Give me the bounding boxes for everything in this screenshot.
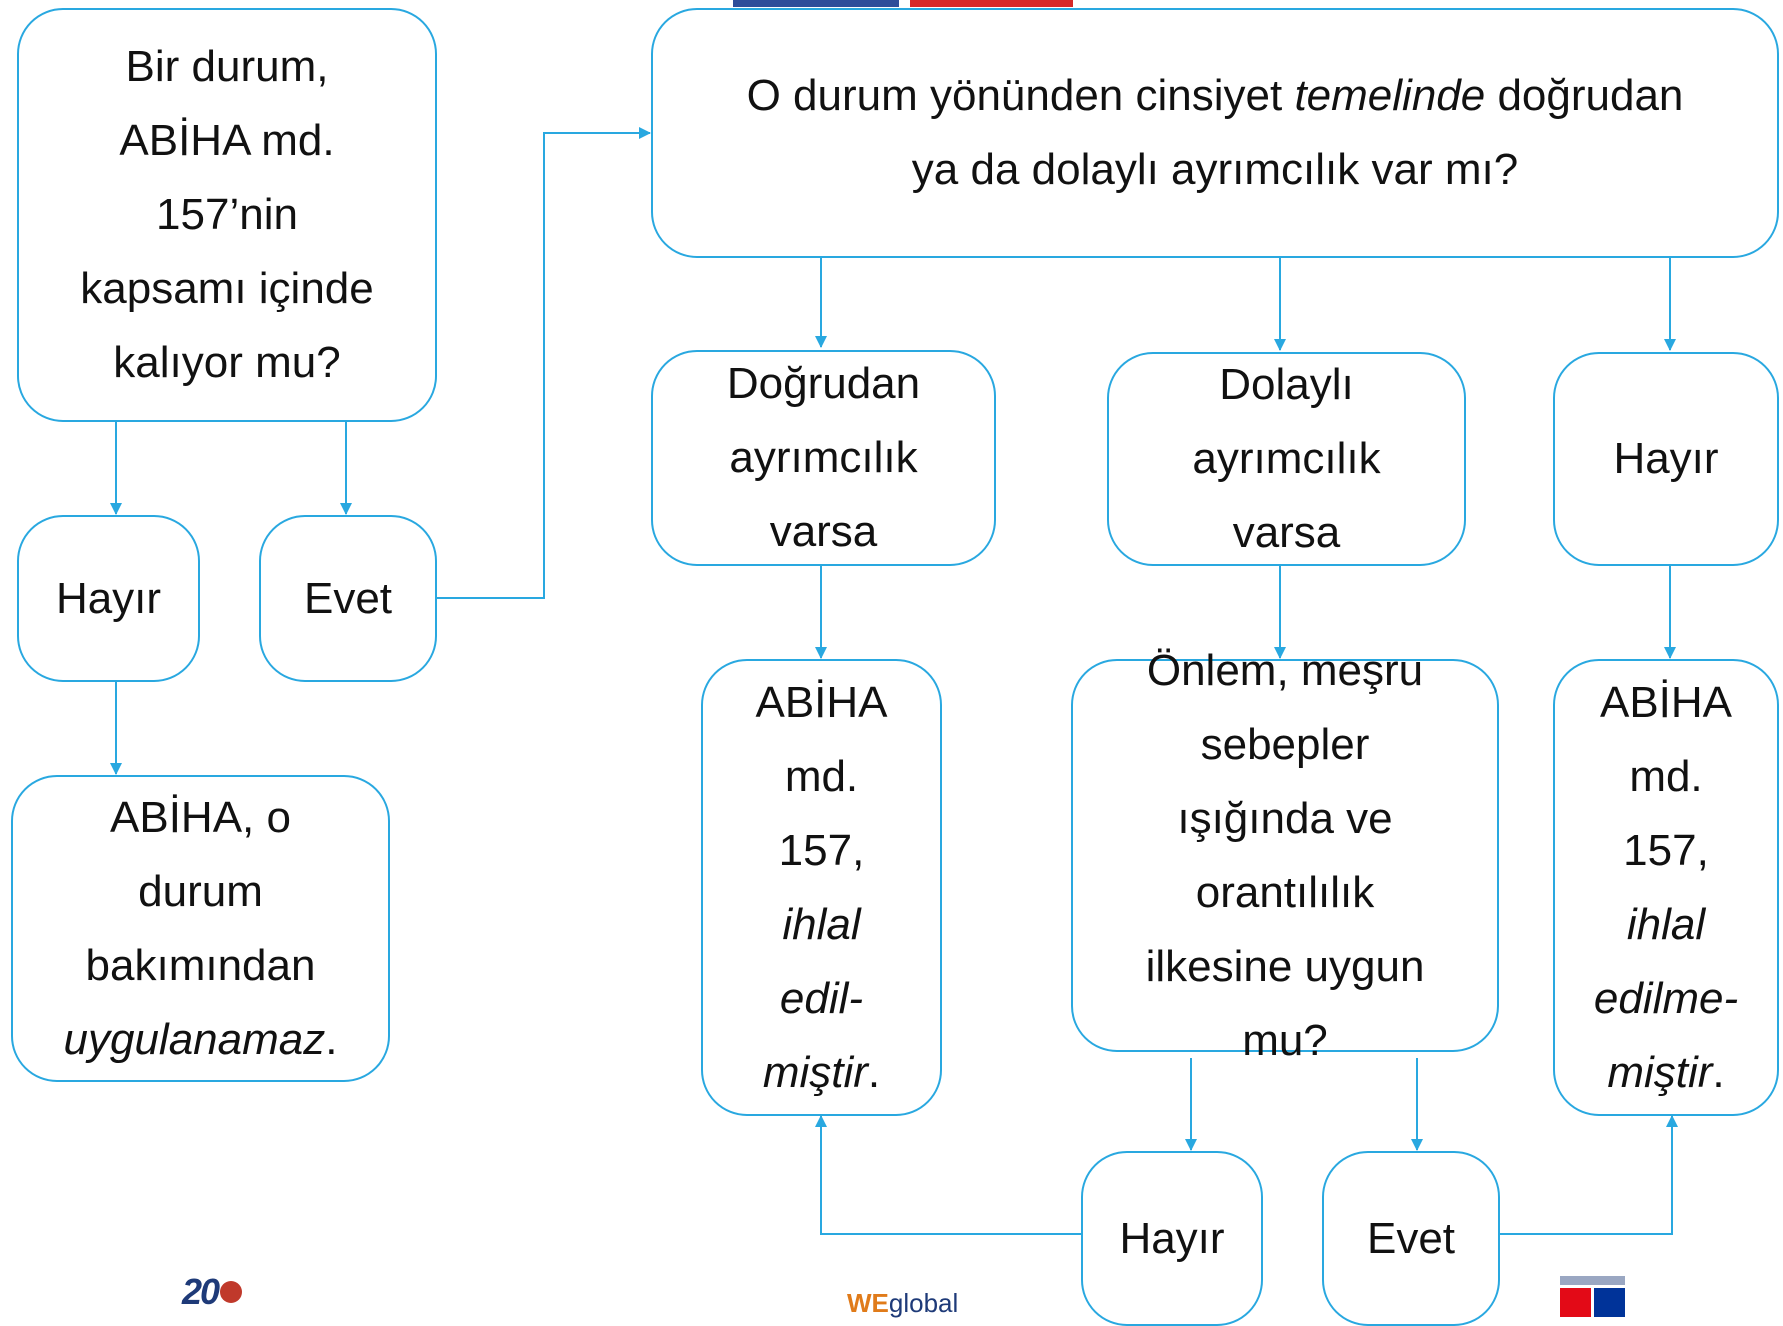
discrimination-question-box: O durum yönünden cinsiyet temelinde doğr… xyxy=(651,8,1779,258)
direct-discrimination-box: Doğrudan ayrımcılık varsa xyxy=(651,350,996,566)
discrimination-question-text: O durum yönünden cinsiyet temelinde doğr… xyxy=(746,71,1684,194)
no-discrimination-label: Hayır xyxy=(1613,434,1719,483)
indirect-discrimination-text: Dolaylı ayrımcılık varsa xyxy=(1192,360,1381,557)
logo-header-strip xyxy=(1560,1276,1625,1285)
edge-yes-to-not-violated xyxy=(1500,1115,1678,1235)
circle-emblem-icon xyxy=(220,1281,243,1303)
no-discrimination-box: Hayır xyxy=(1553,352,1779,566)
justification-yes-label: Evet xyxy=(1366,1213,1456,1263)
edge-no-to-violated xyxy=(815,1115,1081,1235)
direct-discrimination-text: Doğrudan ayrımcılık varsa xyxy=(726,359,921,556)
justification-question-box: Önlem, meşru sebepler ışığında ve orantı… xyxy=(1071,646,1499,1065)
justification-no-box: Hayır xyxy=(1081,1151,1263,1326)
not-applicable-box: ABİHA, o durum bakımından uygulanamaz. xyxy=(11,775,390,1082)
not-violated-text: ABİHA md. 157, ihlal edilme- miştir. xyxy=(1593,677,1739,1097)
scope-no-label: Hayır xyxy=(55,573,162,623)
top-bar-red xyxy=(910,0,1073,7)
anniversary-logo: 20 xyxy=(182,1271,243,1312)
eu-flag-icon xyxy=(1594,1288,1625,1317)
not-violated-box: ABİHA md. 157, ihlal edilme- miştir. xyxy=(1553,659,1779,1116)
justification-yes-box: Evet xyxy=(1322,1151,1500,1326)
not-applicable-text: ABİHA, o durum bakımından uygulanamaz. xyxy=(63,792,338,1064)
justification-question-text: Önlem, meşru sebepler ışığında ve orantı… xyxy=(1145,645,1425,1065)
weglobal-logo: WEglobal xyxy=(847,1288,959,1318)
scope-question-text: Bir durum, ABİHA md. 157’nin kapsamı içi… xyxy=(80,42,374,387)
scope-yes-label: Evet xyxy=(303,573,393,623)
top-bar-blue xyxy=(733,0,899,7)
scope-yes-box: Evet xyxy=(259,515,437,682)
indirect-discrimination-box: Dolaylı ayrımcılık varsa xyxy=(1107,352,1466,566)
edge-yes-to-discrimination-question xyxy=(437,127,651,599)
scope-no-box: Hayır xyxy=(17,515,200,682)
turkish-flag-icon xyxy=(1560,1288,1591,1317)
tr-eu-flag-logo xyxy=(1560,1276,1625,1317)
scope-question-box: Bir durum, ABİHA md. 157’nin kapsamı içi… xyxy=(17,8,437,422)
violated-text: ABİHA md. 157, ihlal edil- miştir. xyxy=(755,677,888,1097)
justification-no-label: Hayır xyxy=(1119,1213,1225,1263)
violated-box: ABİHA md. 157, ihlal edil- miştir. xyxy=(701,659,942,1116)
